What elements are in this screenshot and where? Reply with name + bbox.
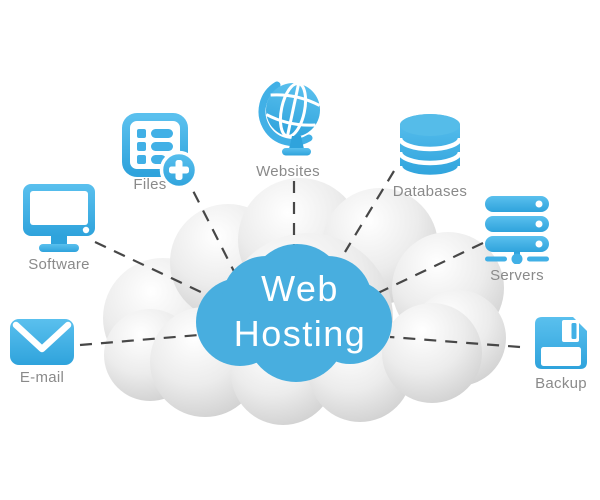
node-databases-label: Databases [392,183,468,200]
node-files-label: Files [133,176,167,193]
node-backup-label: Backup [535,375,587,392]
cloud-title: Web Hosting [203,266,397,356]
node-email-label: E-mail [19,369,65,386]
blue-cloud [196,244,392,382]
database-icon [397,114,463,180]
node-databases: Databases [385,112,475,200]
server-stack-icon [485,196,549,264]
node-websites: Websites [243,76,333,180]
node-email: E-mail [0,318,84,386]
connector-databases-line [344,170,395,253]
node-software-label: Software [28,256,90,273]
node-software: Software [14,182,104,273]
cloud-title-line1: Web [261,268,339,309]
files-plus-icon [122,113,199,190]
cloud-title-line2: Hosting [233,313,367,354]
envelope-icon [10,319,74,365]
node-servers-label: Servers [490,267,544,284]
globe-icon [258,81,321,156]
node-files: Files [115,112,205,193]
monitor-icon [23,184,95,252]
connector-backup-line [389,335,521,349]
node-backup: Backup [516,314,600,392]
floppy-disk-icon [535,317,587,369]
node-websites-label: Websites [256,163,320,180]
node-servers: Servers [472,196,562,284]
